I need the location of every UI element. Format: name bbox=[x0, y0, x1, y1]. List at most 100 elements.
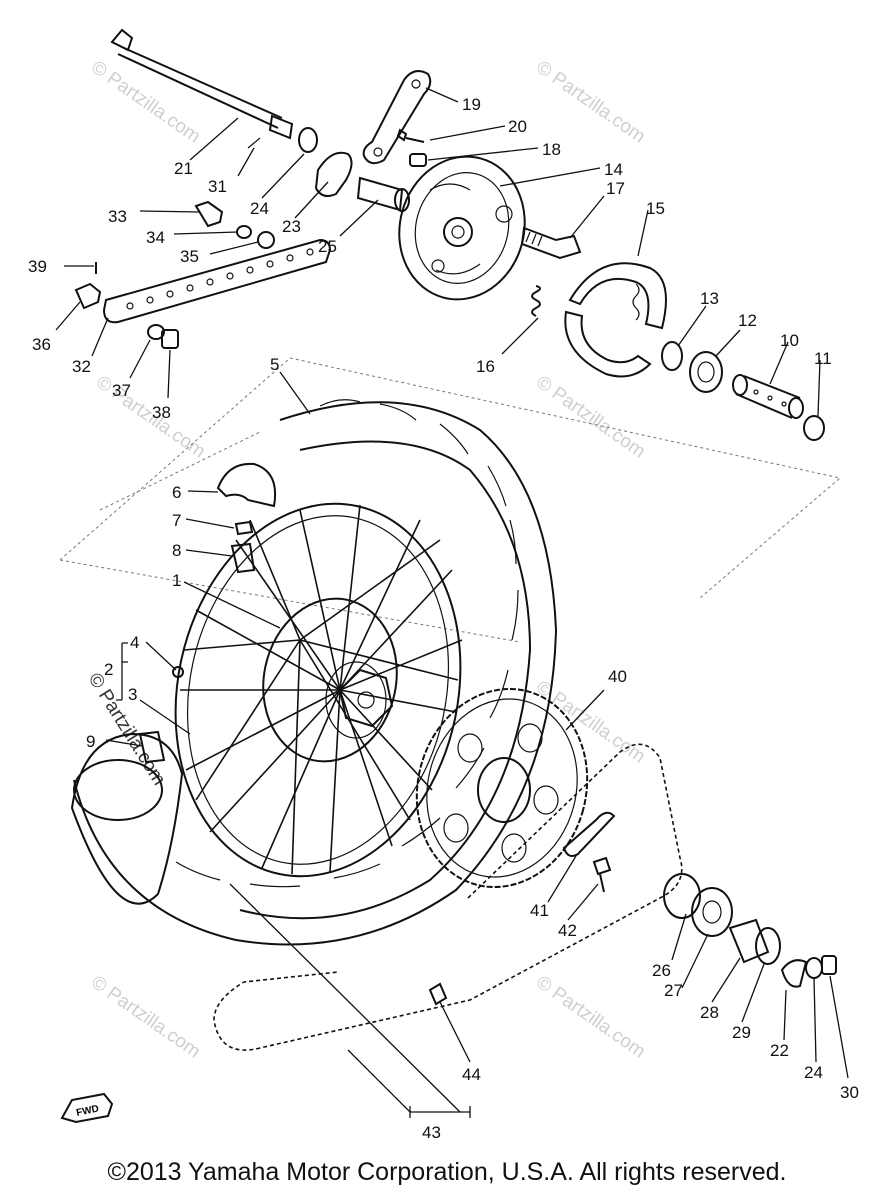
spoke-nipple-4 bbox=[172, 666, 184, 678]
callout-label: 5 bbox=[270, 355, 279, 374]
callout-label: 21 bbox=[174, 159, 193, 178]
hub-clutch bbox=[338, 668, 394, 728]
copyright-notice: ©2013 Yamaha Motor Corporation, U.S.A. A… bbox=[107, 1158, 787, 1186]
hub bbox=[262, 597, 398, 763]
callout-label: 33 bbox=[108, 207, 127, 226]
bolt-20 bbox=[396, 128, 425, 143]
watermark: © Partzilla.com bbox=[87, 972, 204, 1063]
nut-30 bbox=[821, 955, 837, 975]
callout-label: 36 bbox=[32, 335, 51, 354]
callout-label: 39 bbox=[28, 257, 47, 276]
tire bbox=[73, 401, 558, 946]
bolt-33 bbox=[194, 200, 224, 228]
callout-label: 24 bbox=[250, 199, 269, 218]
callout-label: 12 bbox=[738, 311, 757, 330]
callout-label: 34 bbox=[146, 228, 165, 247]
callouts: 19 20 18 14 17 15 21 31 24 23 25 33 34 3… bbox=[28, 95, 859, 1142]
callout-label: 22 bbox=[770, 1041, 789, 1060]
bearing-27 bbox=[691, 887, 733, 937]
callout-label: 23 bbox=[282, 217, 301, 236]
callout-label: 18 bbox=[542, 140, 561, 159]
callout-label: 4 bbox=[130, 633, 139, 652]
callout-label: 7 bbox=[172, 511, 181, 530]
callout-label: 3 bbox=[128, 685, 137, 704]
collar-23 bbox=[314, 151, 353, 197]
nut-18 bbox=[409, 153, 427, 167]
oil-seal-11 bbox=[803, 415, 825, 441]
callout-label: 15 bbox=[646, 199, 665, 218]
rear-wheel-exploded-diagram: © Partzilla.com © Partzilla.com © Partzi… bbox=[28, 28, 859, 1142]
cotter-pin-31 bbox=[247, 137, 261, 149]
callout-label: 13 bbox=[700, 289, 719, 308]
callout-label: 24 bbox=[804, 1063, 823, 1082]
bolt-36 bbox=[74, 282, 102, 310]
brake-shoe-plate bbox=[398, 155, 526, 301]
watermark: © Partzilla.com bbox=[532, 972, 649, 1063]
spacer-10 bbox=[732, 374, 804, 419]
callout-label: 44 bbox=[462, 1065, 481, 1084]
valve-nut-7 bbox=[234, 520, 254, 536]
callout-label: 16 bbox=[476, 357, 495, 376]
rim-band-9 bbox=[138, 730, 166, 764]
tube-6 bbox=[216, 462, 276, 508]
callout-label: 19 bbox=[462, 95, 481, 114]
collar-28 bbox=[728, 918, 770, 964]
watermark: © Partzilla.com bbox=[92, 372, 209, 463]
nut-38 bbox=[161, 329, 179, 349]
callout-label: 35 bbox=[180, 247, 199, 266]
callout-label: 2 bbox=[104, 660, 113, 679]
callout-label: 6 bbox=[172, 483, 181, 502]
rear-wheel-assembly bbox=[70, 399, 558, 946]
washer-37 bbox=[147, 324, 165, 340]
washer-34 bbox=[236, 225, 252, 239]
callout-label: 28 bbox=[700, 1003, 719, 1022]
watermark: © Partzilla.com bbox=[532, 372, 649, 463]
callout-label: 1 bbox=[172, 571, 181, 590]
forward-direction-arrow: FWD bbox=[60, 1092, 114, 1124]
master-link-44 bbox=[428, 982, 448, 1006]
nut-35 bbox=[257, 231, 275, 249]
callout-label: 38 bbox=[152, 403, 171, 422]
watermark: © Partzilla.com bbox=[532, 677, 649, 768]
callout-label: 43 bbox=[422, 1123, 441, 1142]
callout-label: 41 bbox=[530, 901, 549, 920]
callout-label: 26 bbox=[652, 961, 671, 980]
brake-camshaft bbox=[520, 226, 582, 260]
brake-shoe-kit bbox=[564, 262, 667, 378]
brake-torque-rod bbox=[362, 70, 432, 165]
callout-label: 31 bbox=[208, 177, 227, 196]
rim bbox=[174, 502, 462, 878]
washer-24 bbox=[298, 127, 318, 153]
rear-sprocket bbox=[415, 687, 589, 889]
callout-label: 29 bbox=[732, 1023, 751, 1042]
watermark: © Partzilla.com bbox=[532, 57, 649, 148]
callout-label: 37 bbox=[112, 381, 131, 400]
callout-label: 32 bbox=[72, 357, 91, 376]
callout-label: 42 bbox=[558, 921, 577, 940]
watermark-dark: © Partzilla.com bbox=[84, 670, 170, 790]
assembly-planes bbox=[59, 357, 842, 643]
valve-8 bbox=[230, 542, 256, 574]
callout-label: 14 bbox=[604, 160, 623, 179]
leader-lines bbox=[55, 87, 849, 1118]
fwd-label: FWD bbox=[75, 1103, 100, 1118]
callout-label: 27 bbox=[664, 981, 683, 1000]
seal-26 bbox=[663, 873, 701, 919]
callout-label: 25 bbox=[318, 237, 337, 256]
callout-label: 10 bbox=[780, 331, 799, 350]
callout-label: 8 bbox=[172, 541, 181, 560]
brake-shoe-spring bbox=[531, 285, 541, 317]
joint-link-41 bbox=[562, 811, 616, 857]
oil-seal-13 bbox=[661, 341, 683, 371]
callout-label: 20 bbox=[508, 117, 527, 136]
washer-24b bbox=[805, 957, 823, 979]
callout-label: 40 bbox=[608, 667, 627, 686]
clip-42 bbox=[592, 856, 612, 893]
callout-label: 30 bbox=[840, 1083, 859, 1102]
callout-label: 11 bbox=[814, 349, 832, 368]
rear-axle bbox=[110, 28, 294, 140]
drive-chain bbox=[213, 743, 683, 1051]
watermark: © Partzilla.com bbox=[87, 57, 204, 148]
bearing-12 bbox=[689, 351, 723, 393]
washer-22 bbox=[780, 959, 808, 988]
